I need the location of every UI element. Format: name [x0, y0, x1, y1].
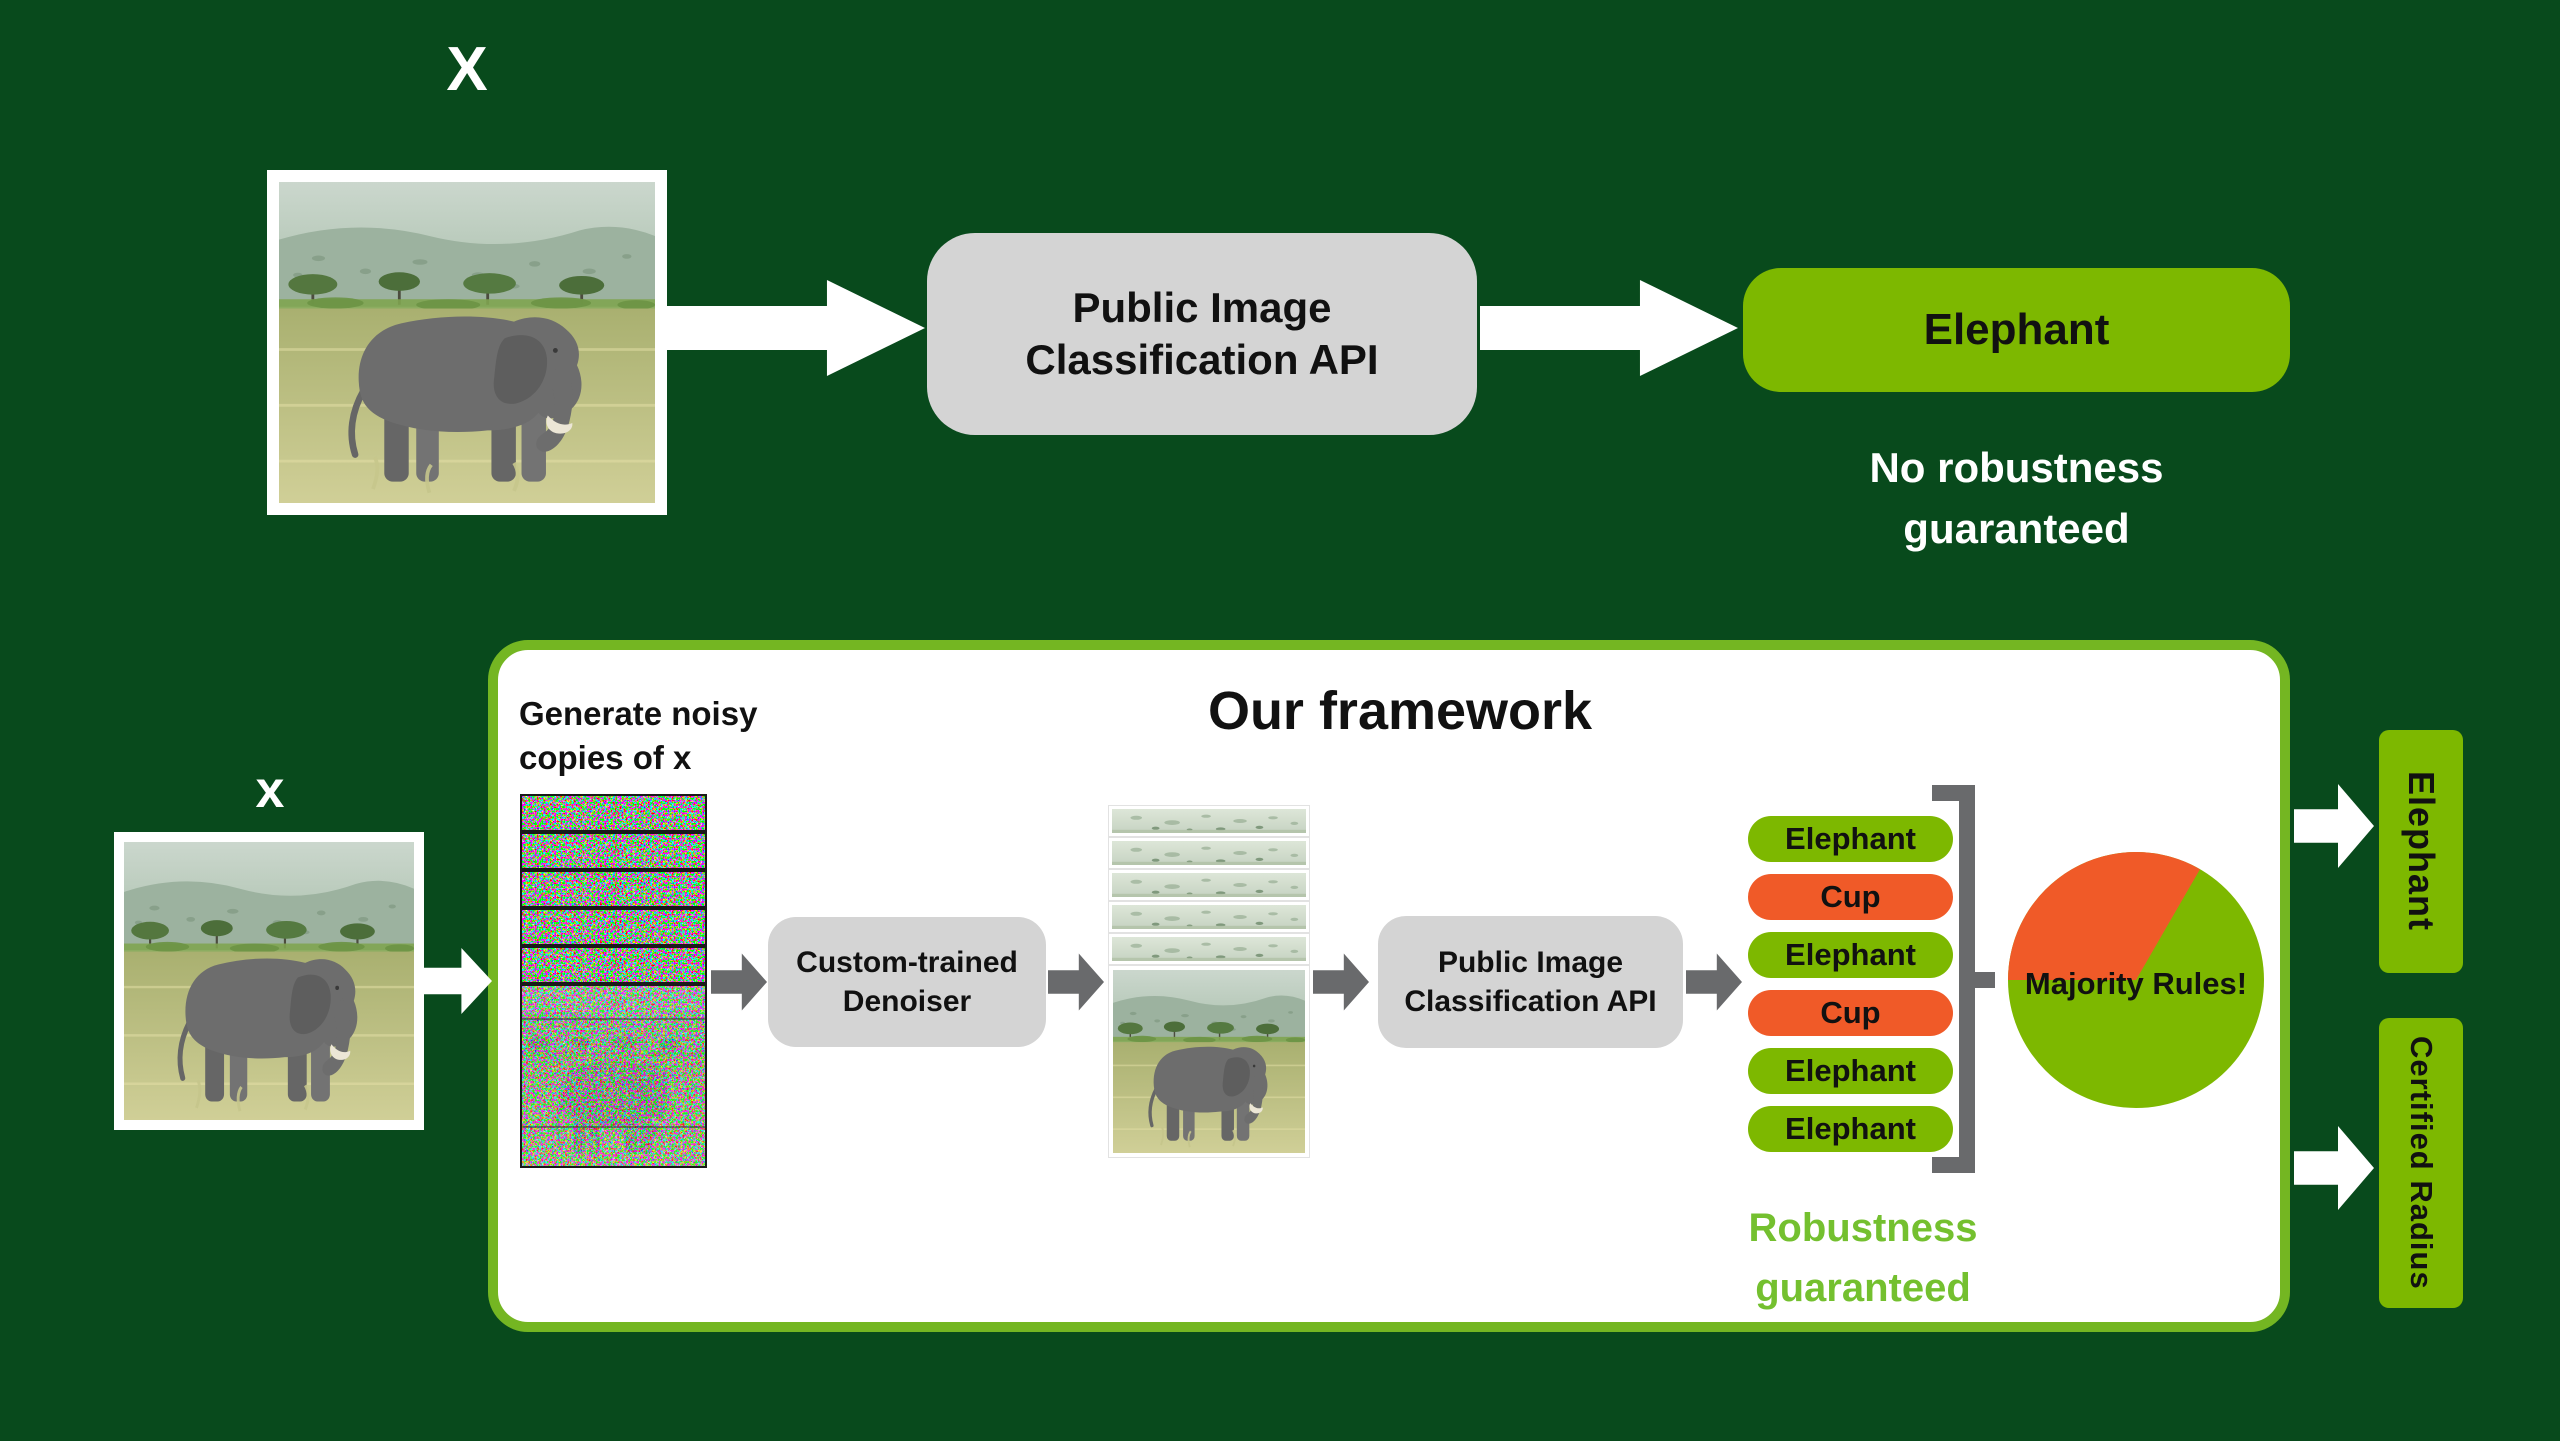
noisy-strip: [520, 946, 707, 984]
arrow-right-icon: [2294, 1126, 2374, 1210]
no-robustness-caption: No robustness guaranteed: [1743, 438, 2290, 560]
framework-title: Our framework: [1207, 681, 1593, 741]
prediction-pill: Cup: [1748, 990, 1953, 1036]
noisy-strip: [520, 832, 707, 870]
pie-slice-cup: [2008, 852, 2200, 980]
arrow-right-icon: [424, 948, 492, 1014]
denoiser-box-line2: Denoiser: [842, 985, 972, 1018]
arrow-right-icon: [1480, 280, 1738, 376]
public-api-box-framework-line1: Public Image: [1437, 946, 1624, 979]
input-x-label-top: X: [446, 34, 488, 104]
noisy-strip: [520, 794, 707, 832]
public-api-box-framework: Public Image Classification API: [1378, 916, 1683, 1048]
denoised-elephant-image: [1108, 965, 1310, 1158]
majority-vote-pie-chart: [2008, 852, 2264, 1108]
arrow-right-icon: [667, 280, 925, 376]
bracket-icon: [1975, 972, 1995, 988]
prediction-pill: Elephant: [1748, 1048, 1953, 1094]
output-radius-box: Certified Radius: [2379, 1018, 2463, 1308]
public-api-box-top-line2: Classification API: [1025, 336, 1379, 383]
noisy-strip: [520, 870, 707, 908]
prediction-pill: Cup: [1748, 874, 1953, 920]
denoised-strip: [1108, 933, 1310, 965]
elephant-photo-image: [279, 182, 655, 503]
no-robustness-caption-line1: No robustness: [1869, 444, 2164, 491]
robustness-caption-line1: Robustness: [1748, 1206, 1978, 1250]
prediction-result-box: Elephant: [1743, 268, 2290, 392]
noisy-copies-note-line2: copies of x: [519, 738, 692, 776]
noisy-copies-note-line1: Generate noisy: [519, 695, 758, 732]
prediction-pill: Elephant: [1748, 1106, 1953, 1152]
noisy-copies-note: Generate noisy copies of x: [519, 692, 849, 779]
input-photo-bottom: [114, 832, 424, 1130]
denoised-copies-stack: [1108, 805, 1310, 965]
input-photo-top: [267, 170, 667, 515]
bracket-icon: [1959, 785, 1975, 1173]
public-api-box-top-line1: Public Image: [1072, 283, 1332, 331]
denoised-strip: [1108, 869, 1310, 901]
input-x-label-bottom: x: [255, 761, 285, 819]
prediction-pill: Elephant: [1748, 816, 1953, 862]
denoised-strip: [1108, 805, 1310, 837]
noisy-strip: [520, 908, 707, 946]
denoised-strip: [1108, 901, 1310, 933]
arrow-right-icon: [2294, 784, 2374, 868]
robustness-caption: Robustness guaranteed: [1690, 1198, 2036, 1318]
no-robustness-caption-line2: guaranteed: [1903, 504, 2130, 552]
denoiser-box-line1: Custom-trained: [796, 946, 1018, 979]
public-api-box-framework-line2: Classification API: [1404, 985, 1657, 1018]
majority-rules-label: Majority Rules!: [2024, 966, 2248, 1001]
prediction-list: Elephant Cup Elephant Cup Elephant Eleph…: [1748, 816, 1953, 1152]
output-class-box: Elephant: [2379, 730, 2463, 973]
noisy-copies-stack: [520, 794, 707, 984]
denoised-strip: [1108, 837, 1310, 869]
robustness-caption-line2: guaranteed: [1755, 1266, 1971, 1310]
bracket-icon: [1932, 1157, 1975, 1173]
denoiser-box: Custom-trained Denoiser: [768, 917, 1046, 1047]
noisy-elephant-image: [520, 984, 707, 1168]
public-api-box-top: Public Image Classification API: [927, 233, 1477, 435]
prediction-pill: Elephant: [1748, 932, 1953, 978]
elephant-photo-image: [124, 842, 414, 1120]
